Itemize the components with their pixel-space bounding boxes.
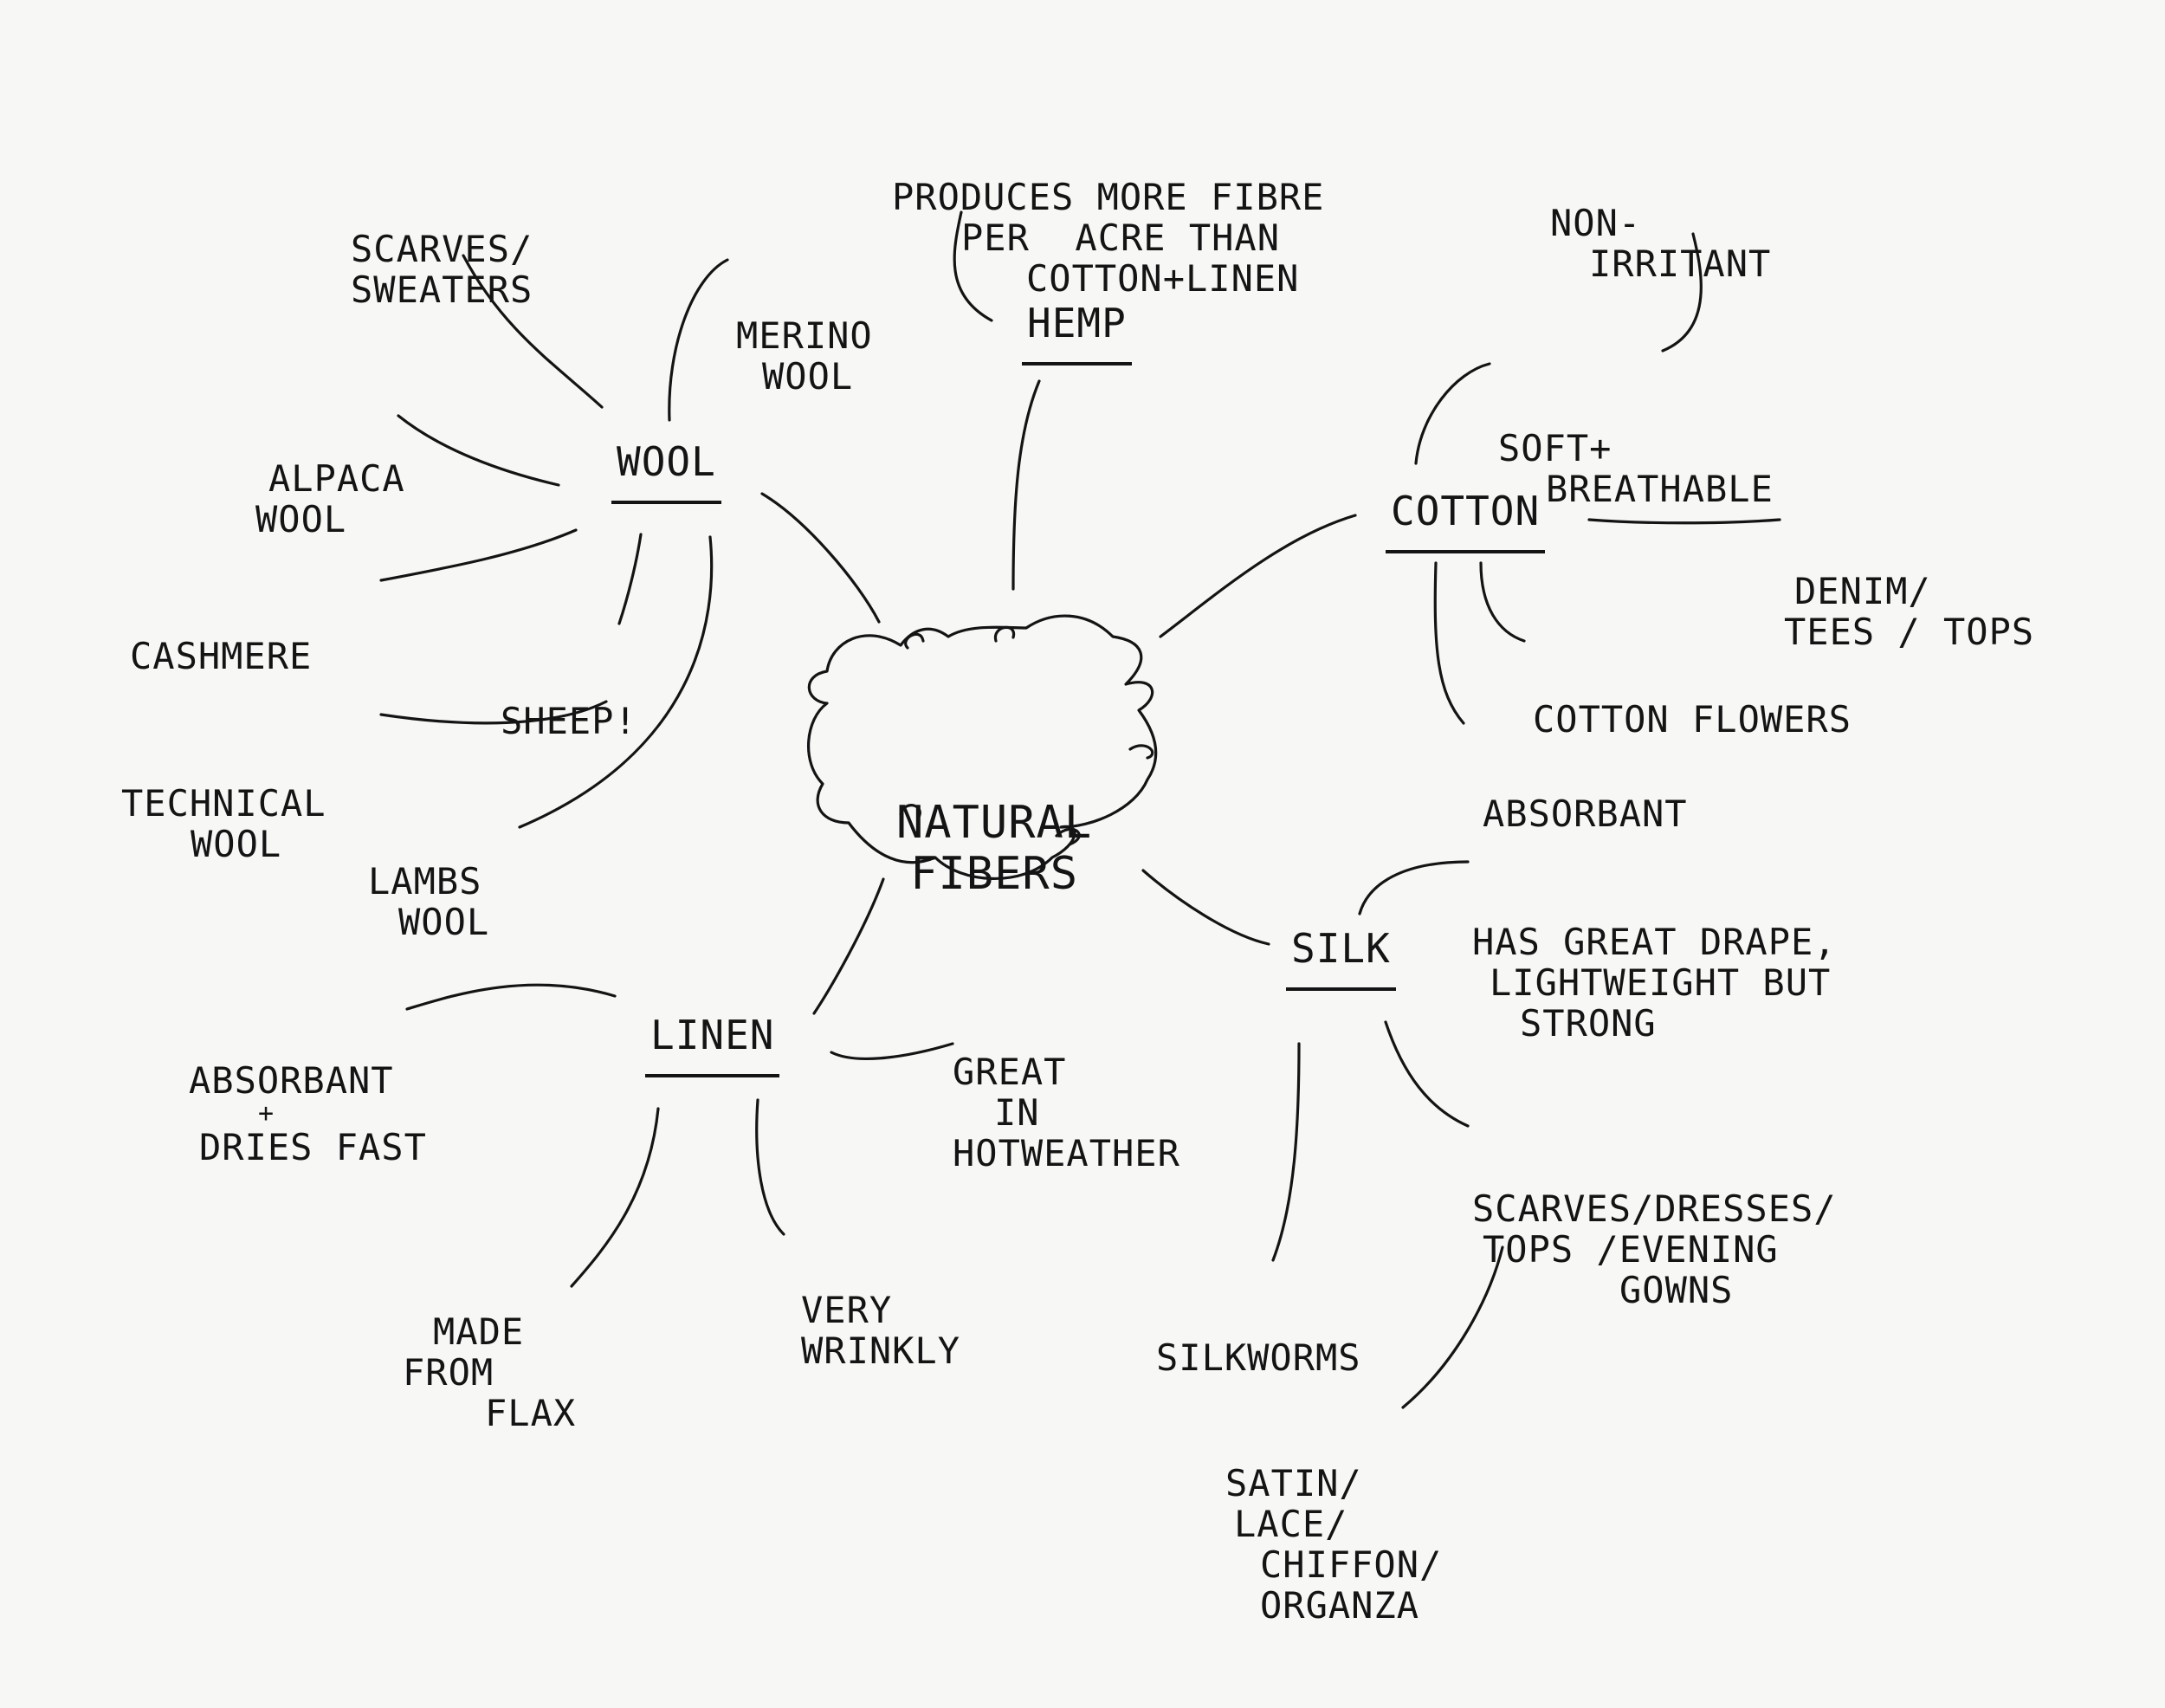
wool-cashmere: CASHMERE — [130, 635, 313, 678]
node-cotton: COTTON — [1386, 488, 1546, 553]
connector-lines — [379, 210, 1781, 1409]
link-center-linen — [812, 877, 885, 1015]
silk-silkworms: SILKWORMS — [1156, 1336, 1361, 1380]
linen-absorbant: ABSORBANT+DRIES FAST — [189, 1059, 427, 1169]
cotton-absorbant: ABSORBANT — [1483, 793, 1688, 836]
wool-sheep: SHEEP! — [501, 700, 637, 743]
cotton-soft: SOFT+BREATHABLE — [1498, 427, 1774, 511]
cotton-nonirritant: NON-IRRITANT — [1550, 202, 1772, 286]
wool-scarves-sweaters: SCARVES/SWEATERS — [351, 228, 533, 312]
node-wool: WOOL — [611, 439, 721, 504]
node-linen: LINEN — [645, 1013, 780, 1077]
link-center-hemp — [1011, 379, 1041, 591]
center-cloud-shape — [806, 614, 1158, 880]
silk-satin-lace: SATIN/LACE/CHIFFON/ORGANZA — [1225, 1462, 1443, 1627]
link-center-silk — [1141, 869, 1270, 946]
link-center-cotton — [1159, 514, 1357, 638]
cotton-flowers: COTTON FLOWERS — [1533, 698, 1852, 741]
link-center-wool — [760, 492, 881, 624]
node-hemp: HEMP — [1022, 301, 1132, 366]
cotton-denim: DENIM/TEES / TOPS — [1784, 570, 2035, 654]
node-silk: SILK — [1286, 926, 1396, 991]
